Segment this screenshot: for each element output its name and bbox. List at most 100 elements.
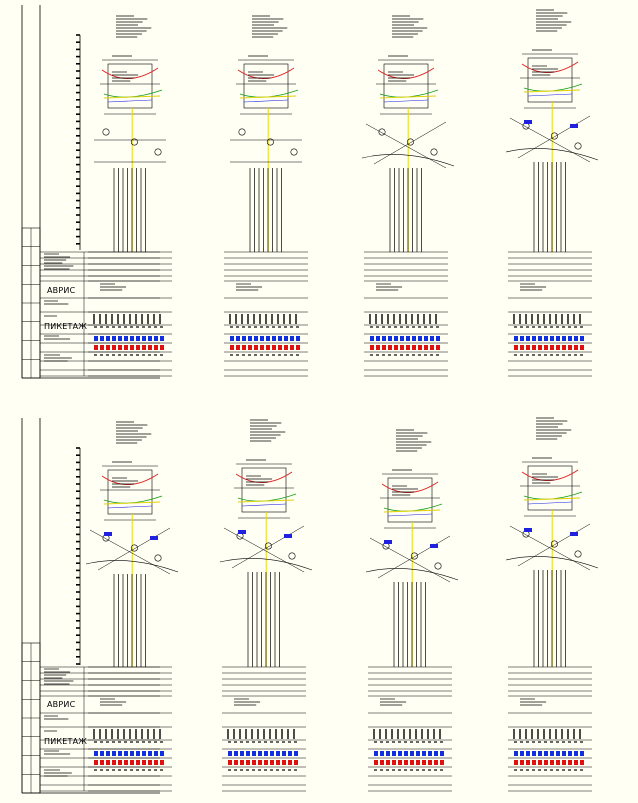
avris-marks xyxy=(236,283,263,291)
red-curve xyxy=(377,67,435,79)
red-data-cell xyxy=(562,760,566,765)
red-data-cell xyxy=(410,760,414,765)
blue-data-cell xyxy=(580,751,584,756)
ground-arc xyxy=(85,560,179,573)
blue-curve xyxy=(383,99,429,103)
marker-circle xyxy=(102,128,110,136)
blue-data-cell xyxy=(574,751,578,756)
profile-panel-bottom-2 xyxy=(219,419,313,792)
red-data-cell xyxy=(376,345,380,350)
red-data-cell xyxy=(124,345,128,350)
blue-data-cell xyxy=(230,336,234,341)
blue-data-cell xyxy=(412,336,416,341)
marker-circle xyxy=(574,142,582,150)
avris-marks xyxy=(376,283,403,291)
yellow-curve xyxy=(523,497,581,501)
box-annotation xyxy=(532,473,559,484)
red-data-cell xyxy=(136,760,140,765)
blue-data-cell xyxy=(532,336,536,341)
red-data-cell xyxy=(514,760,518,765)
blue-data-cell xyxy=(526,751,530,756)
panel-header-text xyxy=(536,417,572,440)
diagonal-line xyxy=(223,527,305,573)
blue-data-cell xyxy=(124,751,128,756)
profile-panel-bottom-1 xyxy=(85,421,179,792)
blue-data-cell xyxy=(514,336,518,341)
yellow-curve xyxy=(523,89,581,93)
red-data-cell xyxy=(532,345,536,350)
yellow-curve xyxy=(237,499,295,503)
profile-box xyxy=(527,465,573,511)
red-data-cell xyxy=(112,345,116,350)
blue-data-cell xyxy=(380,751,384,756)
ground-arc xyxy=(365,568,459,581)
red-data-cell xyxy=(388,345,392,350)
blue-data-cell xyxy=(136,336,140,341)
red-data-cell xyxy=(270,760,274,765)
red-data-cell xyxy=(228,760,232,765)
blue-data-cell xyxy=(278,336,282,341)
profile-box xyxy=(383,63,429,109)
blue-data-cell xyxy=(386,751,390,756)
blue-callout xyxy=(430,544,438,548)
red-data-cell xyxy=(106,345,110,350)
blue-data-cell xyxy=(538,336,542,341)
red-data-cell xyxy=(398,760,402,765)
red-data-cell xyxy=(278,345,282,350)
red-data-cell xyxy=(370,345,374,350)
red-data-cell xyxy=(160,345,164,350)
blue-data-cell xyxy=(556,751,560,756)
profile-box xyxy=(107,469,153,515)
ground-arc xyxy=(505,148,599,161)
marker-circle xyxy=(130,138,138,146)
avris-marks xyxy=(520,283,547,291)
avris-marks xyxy=(380,698,407,706)
blue-data-cell xyxy=(112,336,116,341)
red-data-cell xyxy=(568,345,572,350)
blue-data-cell xyxy=(382,336,386,341)
blue-data-cell xyxy=(118,751,122,756)
profile-box xyxy=(527,57,573,103)
box-annotation xyxy=(392,485,419,496)
blue-curve xyxy=(387,513,433,517)
red-data-cell xyxy=(430,345,434,350)
yellow-curve xyxy=(379,95,437,99)
profile-panel-top-4 xyxy=(505,9,599,377)
table-header-text xyxy=(44,668,74,685)
blue-data-cell xyxy=(246,751,250,756)
marker-circle xyxy=(430,148,438,156)
blue-data-cell xyxy=(270,751,274,756)
blue-data-cell xyxy=(236,336,240,341)
blue-data-cell xyxy=(392,751,396,756)
diagonal-line xyxy=(369,537,451,583)
red-data-cell xyxy=(260,345,264,350)
yellow-curve xyxy=(103,501,161,505)
red-curve xyxy=(521,61,579,73)
red-data-cell xyxy=(544,760,548,765)
red-data-cell xyxy=(434,760,438,765)
red-data-cell xyxy=(374,760,378,765)
marker-circle xyxy=(378,128,386,136)
diagonal-line xyxy=(97,527,171,571)
blue-data-cell xyxy=(580,336,584,341)
blue-data-cell xyxy=(544,751,548,756)
red-data-cell xyxy=(520,345,524,350)
marker-circle xyxy=(288,552,296,560)
red-data-cell xyxy=(568,760,572,765)
blue-data-cell xyxy=(574,336,578,341)
red-data-cell xyxy=(282,760,286,765)
blue-data-cell xyxy=(406,336,410,341)
blue-data-cell xyxy=(130,336,134,341)
avris-label-bottom: АВРИС xyxy=(47,700,76,709)
red-data-cell xyxy=(94,345,98,350)
box-annotation xyxy=(388,71,415,82)
elevation-scale-bottom xyxy=(76,447,81,665)
panel-header-text xyxy=(536,9,572,32)
diagonal-line xyxy=(89,529,171,575)
panel-header-text xyxy=(396,429,432,452)
blue-data-cell xyxy=(100,751,104,756)
red-curve xyxy=(521,469,579,481)
blue-data-cell xyxy=(106,751,110,756)
red-data-cell xyxy=(394,345,398,350)
blue-curve xyxy=(527,93,573,97)
